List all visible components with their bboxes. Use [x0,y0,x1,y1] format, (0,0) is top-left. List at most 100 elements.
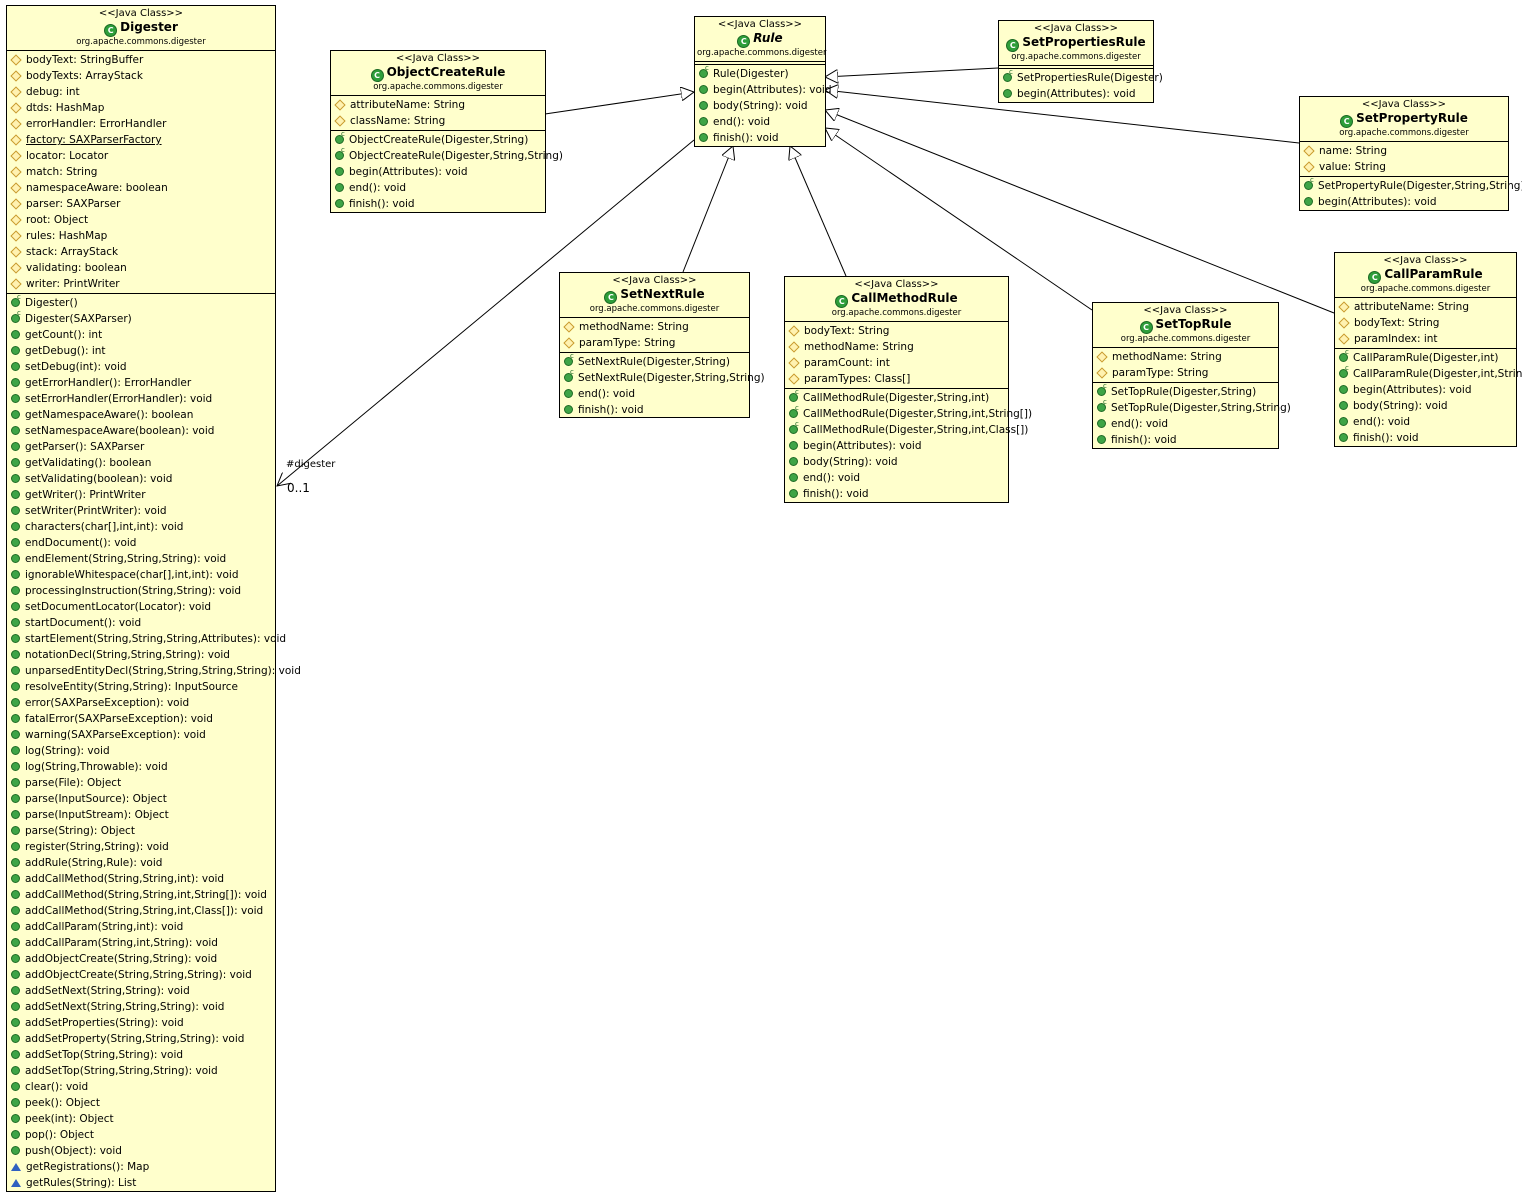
method-row[interactable]: getDebug(): int [7,343,275,359]
method-row[interactable]: addSetNext(String,String): void [7,983,275,999]
method-row[interactable]: peek(int): Object [7,1111,275,1127]
attribute-row[interactable]: attributeName: String [331,97,545,113]
method-row[interactable]: CallParamRule(Digester,int,String) [1335,364,1522,382]
method-row[interactable]: SetTopRule(Digester,String) [1093,382,1278,400]
method-row[interactable]: clear(): void [7,1079,275,1095]
method-row[interactable]: ObjectCreateRule(Digester,String) [331,130,545,148]
method-row[interactable]: parse(InputStream): Object [7,807,275,823]
method-row[interactable]: Digester() [7,293,275,311]
method-row[interactable]: CallMethodRule(Digester,String,int) [785,388,1008,406]
attribute-row[interactable]: bodyTexts: ArrayStack [7,68,275,84]
method-row[interactable]: body(String): void [1335,398,1516,414]
attribute-row[interactable]: match: String [7,164,275,180]
attribute-row[interactable]: name: String [1300,143,1508,159]
method-row[interactable]: endDocument(): void [7,535,275,551]
method-row[interactable]: startDocument(): void [7,615,275,631]
method-row[interactable]: getRegistrations(): Map [7,1159,275,1175]
method-row[interactable]: finish(): void [1335,430,1516,446]
attribute-row[interactable]: rules: HashMap [7,228,275,244]
attribute-row[interactable]: dtds: HashMap [7,100,275,116]
method-row[interactable]: end(): void [1335,414,1516,430]
attribute-row[interactable]: paramCount: int [785,355,1008,371]
method-row[interactable]: addCallMethod(String,String,int): void [7,871,275,887]
method-row[interactable]: end(): void [560,386,749,402]
method-row[interactable]: Digester(SAXParser) [7,309,275,327]
method-row[interactable]: addSetProperty(String,String,String): vo… [7,1031,275,1047]
method-row[interactable]: setWriter(PrintWriter): void [7,503,275,519]
attribute-row[interactable]: validating: boolean [7,260,275,276]
method-row[interactable]: fatalError(SAXParseException): void [7,711,275,727]
attribute-row[interactable]: writer: PrintWriter [7,276,275,292]
method-row[interactable]: addRule(String,Rule): void [7,855,275,871]
method-row[interactable]: SetNextRule(Digester,String) [560,352,749,370]
method-row[interactable]: log(String,Throwable): void [7,759,275,775]
attribute-row[interactable]: parser: SAXParser [7,196,275,212]
method-row[interactable]: begin(Attributes): void [331,164,545,180]
method-row[interactable]: parse(String): Object [7,823,275,839]
method-row[interactable]: addSetTop(String,String,String): void [7,1063,275,1079]
method-row[interactable]: warning(SAXParseException): void [7,727,275,743]
method-row[interactable]: setNamespaceAware(boolean): void [7,423,275,439]
method-row[interactable]: getParser(): SAXParser [7,439,275,455]
attribute-row[interactable]: methodName: String [785,339,1008,355]
method-row[interactable]: addCallParam(String,int,String): void [7,935,275,951]
method-row[interactable]: body(String): void [785,454,1008,470]
method-row[interactable]: finish(): void [560,402,749,418]
attribute-row[interactable]: root: Object [7,212,275,228]
method-row[interactable]: characters(char[],int,int): void [7,519,275,535]
method-row[interactable]: addObjectCreate(String,String,String): v… [7,967,275,983]
method-row[interactable]: register(String,String): void [7,839,275,855]
method-row[interactable]: processingInstruction(String,String): vo… [7,583,275,599]
method-row[interactable]: begin(Attributes): void [999,86,1153,102]
method-row[interactable]: addCallParam(String,int): void [7,919,275,935]
method-row[interactable]: end(): void [785,470,1008,486]
method-row[interactable]: setDebug(int): void [7,359,275,375]
method-row[interactable]: begin(Attributes): void [1300,194,1508,210]
method-row[interactable]: SetTopRule(Digester,String,String) [1093,398,1291,416]
method-row[interactable]: finish(): void [785,486,1008,502]
method-row[interactable]: CallParamRule(Digester,int) [1335,348,1516,366]
method-row[interactable]: CallMethodRule(Digester,String,int,Strin… [785,404,1032,422]
method-row[interactable]: SetNextRule(Digester,String,String) [560,368,765,386]
method-row[interactable]: peek(): Object [7,1095,275,1111]
method-row[interactable]: begin(Attributes): void [785,438,1008,454]
method-row[interactable]: startElement(String,String,String,Attrib… [7,631,286,647]
method-row[interactable]: push(Object): void [7,1143,275,1159]
method-row[interactable]: endElement(String,String,String): void [7,551,275,567]
method-row[interactable]: ObjectCreateRule(Digester,String,String) [331,146,563,164]
method-row[interactable]: log(String): void [7,743,275,759]
attribute-row[interactable]: namespaceAware: boolean [7,180,275,196]
attribute-row[interactable]: paramType: String [560,335,749,351]
attribute-row[interactable]: attributeName: String [1335,299,1516,315]
attribute-row[interactable]: errorHandler: ErrorHandler [7,116,275,132]
method-row[interactable]: unparsedEntityDecl(String,String,String,… [7,663,301,679]
attribute-row[interactable]: paramIndex: int [1335,331,1516,347]
method-row[interactable]: finish(): void [695,130,825,146]
method-row[interactable]: setValidating(boolean): void [7,471,275,487]
attribute-row[interactable]: bodyText: StringBuffer [7,52,275,68]
method-row[interactable]: pop(): Object [7,1127,275,1143]
method-row[interactable]: notationDecl(String,String,String): void [7,647,275,663]
method-row[interactable]: CallMethodRule(Digester,String,int,Class… [785,420,1028,438]
attribute-row[interactable]: locator: Locator [7,148,275,164]
method-row[interactable]: end(): void [331,180,545,196]
method-row[interactable]: getValidating(): boolean [7,455,275,471]
method-row[interactable]: end(): void [1093,416,1278,432]
method-row[interactable]: setDocumentLocator(Locator): void [7,599,275,615]
attribute-row[interactable]: paramType: String [1093,365,1278,381]
method-row[interactable]: SetPropertiesRule(Digester) [999,68,1163,86]
method-row[interactable]: body(String): void [695,98,825,114]
method-row[interactable]: getCount(): int [7,327,275,343]
method-row[interactable]: addCallMethod(String,String,int,Class[])… [7,903,275,919]
method-row[interactable]: getNamespaceAware(): boolean [7,407,275,423]
method-row[interactable]: getRules(String): List [7,1175,275,1191]
method-row[interactable]: Rule(Digester) [695,64,825,82]
